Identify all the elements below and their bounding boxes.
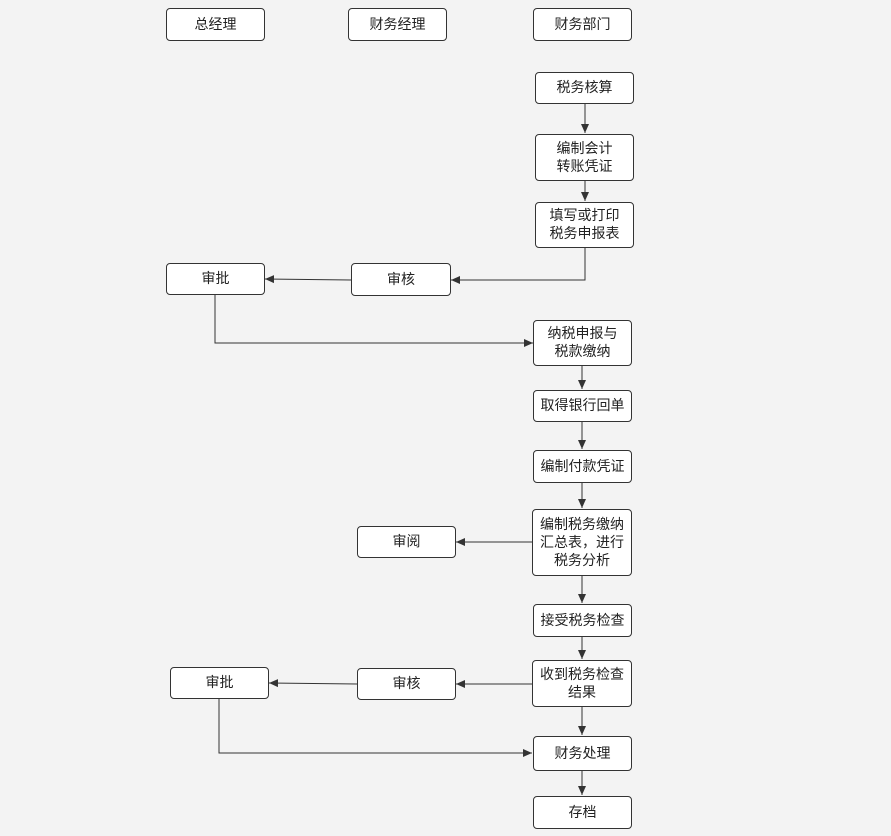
node-declare-pay[interactable]: 纳税申报与 税款缴纳 (533, 320, 632, 366)
node-inspection-result[interactable]: 收到税务检查 结果 (532, 660, 632, 707)
node-payment-voucher[interactable]: 编制付款凭证 (533, 450, 632, 483)
lane-finance-manager: 财务经理 (348, 8, 447, 41)
node-read[interactable]: 审阅 (357, 526, 456, 558)
node-accept-inspection[interactable]: 接受税务检查 (533, 604, 632, 637)
node-prepare-voucher[interactable]: 编制会计 转账凭证 (535, 134, 634, 181)
edge-approve-2-to-finance-handle (218, 699, 532, 757)
node-finance-handle[interactable]: 财务处理 (533, 736, 632, 771)
edge-approve-1-to-declare-pay (214, 295, 533, 347)
lane-finance-dept: 财务部门 (533, 8, 632, 41)
node-archive[interactable]: 存档 (533, 796, 632, 829)
edge-fill-report-to-review-1 (451, 248, 586, 284)
edge-review-2-to-approve-2 (268, 679, 358, 688)
node-approve-2[interactable]: 审批 (170, 667, 269, 699)
node-tax-accounting[interactable]: 税务核算 (535, 72, 634, 104)
node-summary-analysis[interactable]: 编制税务缴纳 汇总表，进行 税务分析 (532, 509, 632, 576)
node-fill-report[interactable]: 填写或打印 税务申报表 (535, 202, 634, 248)
lane-general-manager: 总经理 (166, 8, 265, 41)
edge-review-1-to-approve-1 (264, 275, 352, 284)
node-review-2[interactable]: 审核 (357, 668, 456, 700)
node-approve-1[interactable]: 审批 (166, 263, 265, 295)
node-bank-receipt[interactable]: 取得银行回单 (533, 390, 632, 422)
node-review-1[interactable]: 审核 (351, 263, 451, 296)
